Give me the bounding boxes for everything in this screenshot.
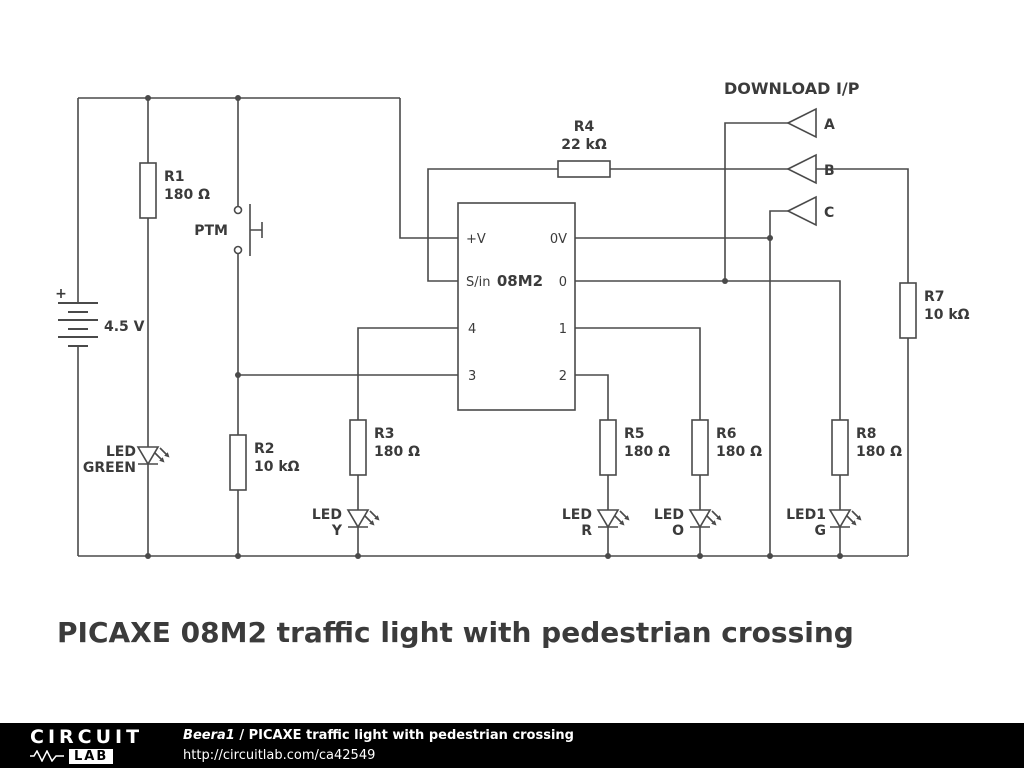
r5-name-label: R5 — [624, 426, 645, 442]
r6-value-label: 180 Ω — [716, 444, 762, 460]
r4-name-label: R4 — [574, 119, 595, 135]
switch-ptm: PTM — [194, 204, 263, 256]
resistor-r5: R5 180 Ω — [599, 419, 670, 476]
led-r-line2-label: R — [581, 523, 592, 539]
connector-b: B — [786, 153, 835, 185]
r1-name-label: R1 — [164, 169, 185, 185]
resistor-r4: R4 22 kΩ — [557, 119, 611, 178]
led-orange: LED O — [654, 507, 723, 539]
led1-green: LED1 G — [786, 507, 863, 539]
battery-value-label: 4.5 V — [104, 319, 145, 335]
ic-pin-1-label: 1 — [559, 322, 567, 337]
led-o-line2-label: O — [672, 523, 684, 539]
r3-name-label: R3 — [374, 426, 395, 442]
schematic-title: PICAXE 08M2 traffic light with pedestria… — [57, 616, 854, 649]
connector-c: C — [786, 195, 834, 227]
led-green: LED GREEN — [83, 444, 171, 476]
r2-name-label: R2 — [254, 441, 275, 457]
battery-plus-label: + — [55, 286, 67, 302]
ic-pin-0v-label: 0V — [550, 232, 567, 247]
resistor-r8: R8 180 Ω — [831, 419, 902, 476]
ic-name-label: 08M2 — [497, 272, 543, 290]
download-header: DOWNLOAD I/P — [724, 79, 860, 98]
r8-value-label: 180 Ω — [856, 444, 902, 460]
r6-name-label: R6 — [716, 426, 737, 442]
r2-value-label: 10 kΩ — [254, 459, 300, 475]
ic-pin-vplus-label: +V — [466, 232, 486, 247]
led-r-line1-label: LED — [562, 507, 592, 523]
logo-lab-text: LAB — [69, 748, 114, 764]
download-ip-label: DOWNLOAD I/P — [724, 79, 860, 98]
footer-url[interactable]: http://circuitlab.com/ca42549 — [183, 747, 376, 763]
led-red: LED R — [562, 507, 631, 539]
resistor-r3: R3 180 Ω — [349, 419, 420, 476]
footer-byline: Beera1 / PICAXE traffic light with pedes… — [183, 726, 574, 765]
led-green-line2-label: GREEN — [83, 460, 136, 476]
ic-pin-3-label: 3 — [468, 369, 476, 384]
resistor-r6: R6 180 Ω — [691, 419, 762, 476]
r5-value-label: 180 Ω — [624, 444, 670, 460]
logo-circuit-text: CIRCUIT — [30, 725, 144, 748]
footer-author[interactable]: Beera1 — [183, 728, 235, 743]
resistor-r7: R7 10 kΩ — [899, 282, 970, 339]
connector-a-label: A — [824, 117, 835, 133]
footer-bar: CIRCUIT LAB Beera1 / PICAXE traffic ligh… — [0, 723, 1024, 768]
connector-c-label: C — [824, 205, 834, 221]
connector-a: A — [786, 107, 835, 139]
led1-g-line1-label: LED1 — [786, 507, 826, 523]
led-o-line1-label: LED — [654, 507, 684, 523]
circuitlab-logo[interactable]: CIRCUIT LAB — [30, 725, 144, 764]
battery-4v5: + 4.5 V — [55, 286, 145, 347]
r1-value-label: 180 Ω — [164, 187, 210, 203]
resistor-r1: R1 180 Ω — [139, 162, 210, 219]
led1-g-line2-label: G — [815, 523, 827, 539]
schematic-canvas[interactable]: + 4.5 V R1 180 Ω PTM R2 10 kΩ +V S/in 4 — [0, 0, 1024, 723]
led-y-line2-label: Y — [331, 523, 343, 539]
r3-value-label: 180 Ω — [374, 444, 420, 460]
resistor-zigzag-icon — [30, 750, 64, 762]
led-green-line1-label: LED — [106, 444, 136, 460]
led-yellow: LED Y — [312, 507, 381, 539]
ic-pin-serin-label: S/in — [466, 275, 490, 290]
r7-value-label: 10 kΩ — [924, 307, 970, 323]
ic-pin-4-label: 4 — [468, 322, 476, 337]
ic-08m2: +V S/in 4 3 0V 0 1 2 08M2 — [457, 202, 576, 411]
ptm-label: PTM — [194, 223, 228, 239]
resistor-r2: R2 10 kΩ — [229, 434, 300, 491]
footer-circuit-title: / PICAXE traffic light with pedestrian c… — [234, 728, 574, 743]
r8-name-label: R8 — [856, 426, 877, 442]
led-y-line1-label: LED — [312, 507, 342, 523]
r4-value-label: 22 kΩ — [561, 137, 607, 153]
connector-b-label: B — [824, 163, 835, 179]
r7-name-label: R7 — [924, 289, 945, 305]
junction-dots — [145, 95, 843, 559]
ic-pin-0-label: 0 — [559, 275, 567, 290]
ic-pin-2-label: 2 — [559, 369, 567, 384]
